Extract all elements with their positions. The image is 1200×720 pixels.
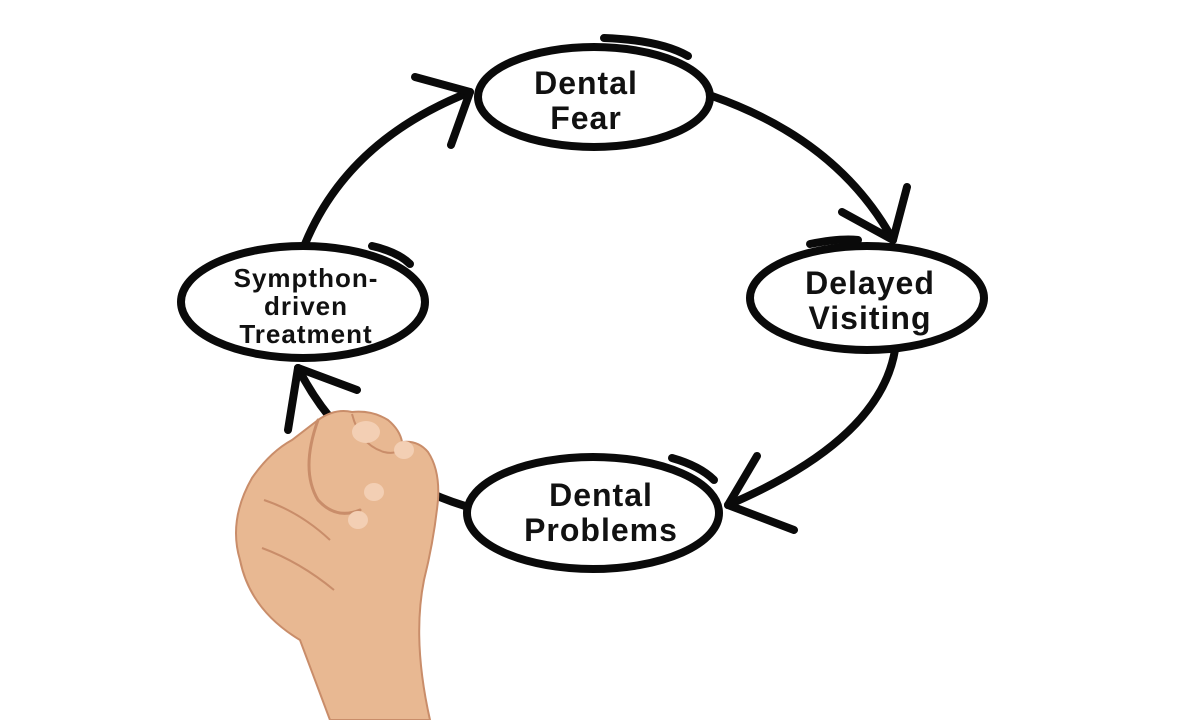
node-label-line: Delayed <box>805 265 935 301</box>
node-label-line: Dental <box>549 477 653 513</box>
node-label-line: Sympthon- <box>233 263 379 293</box>
node-ellipse-delayed <box>746 235 988 354</box>
arc-symptom-to-fear <box>301 88 474 248</box>
node-label-line: Dental <box>534 65 638 101</box>
node-ellipse-symptom <box>177 242 429 362</box>
node-ellipse-problems <box>463 453 723 573</box>
node-label-line: Fear <box>550 99 622 136</box>
node-ellipse-fear <box>474 34 714 151</box>
node-label-line: Treatment <box>239 319 373 350</box>
arc-fear-to-delayed <box>708 92 897 244</box>
arrowhead-to-problems <box>724 452 798 534</box>
node-label-line: Problems <box>524 511 678 548</box>
node-label-dental-fear: Dental Fear <box>496 66 676 135</box>
node-label-delayed-visiting: Delayed Visiting <box>770 266 970 335</box>
node-label-dental-problems: Dental Problems <box>496 478 706 547</box>
arrowhead-to-fear <box>411 73 474 149</box>
node-label-symptom-driven-treatment: Sympthon- driven Treatment <box>196 264 416 348</box>
arrowhead-to-symptom <box>284 364 361 434</box>
node-label-line: Visiting <box>808 299 932 336</box>
node-label-line: driven <box>263 291 349 322</box>
arc-delayed-to-problems <box>724 346 899 509</box>
arrowhead-to-delayed <box>838 183 911 244</box>
hand-illustration <box>235 410 440 720</box>
